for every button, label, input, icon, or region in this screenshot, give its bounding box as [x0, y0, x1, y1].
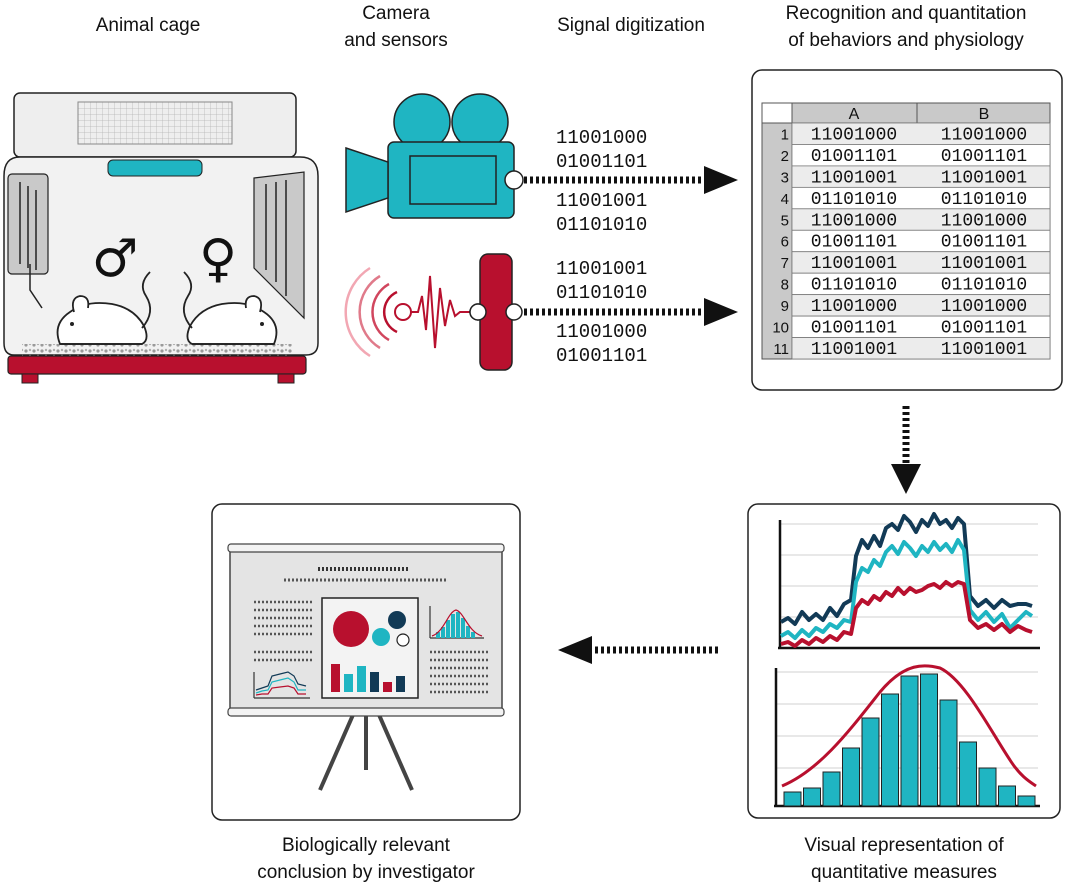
histogram-icon: [774, 664, 1040, 808]
sensor-binary-stream: 11001001 01101010 11001000 01001101: [556, 258, 647, 367]
video-camera-icon: [345, 93, 524, 219]
binary-code: 01101010: [556, 282, 647, 304]
table-cell: 11001000: [941, 297, 1027, 317]
row-number: 2: [781, 148, 789, 165]
histogram-bar: [900, 675, 919, 807]
histogram-bar: [881, 693, 899, 807]
row-number: 3: [781, 169, 789, 186]
series-navy-line: [780, 512, 1033, 626]
table-cell: 11001000: [811, 125, 897, 145]
male-symbol-icon: ♂: [92, 229, 139, 289]
presentation-board-icon: [227, 543, 505, 791]
table-cell: 01001101: [941, 233, 1027, 253]
table-cell: 11001000: [941, 211, 1027, 231]
table-cell: 01101010: [811, 190, 897, 210]
table-cell: 01001101: [941, 147, 1027, 167]
table-cell: 11001001: [811, 168, 897, 188]
row-number: 8: [781, 277, 789, 294]
label-conclusion-line1: Biologically relevant: [282, 835, 451, 856]
spreadsheet-icon: A B 1 11001000 11001000 2 01001101 01001101 3 1…: [761, 102, 1051, 360]
label-animal-cage: Animal cage: [96, 15, 201, 36]
label-visual-line2: quantitative measures: [811, 862, 997, 883]
row-number: 10: [772, 320, 789, 337]
charts-panel: [747, 503, 1061, 819]
binary-code: 11001000: [556, 127, 647, 149]
column-header: B: [979, 106, 990, 123]
histogram-bar: [939, 699, 958, 807]
row-number: 5: [781, 212, 789, 229]
water-spout: [29, 264, 43, 309]
row-number: 1: [781, 126, 789, 143]
label-recognition-line2: of behaviors and physiology: [788, 30, 1024, 51]
female-symbol-icon: ♀: [199, 229, 237, 289]
mouse-icon: [56, 271, 152, 345]
sensor-icon: [344, 253, 523, 371]
series-crimson-line: [780, 580, 1033, 648]
row-number: 9: [781, 298, 789, 315]
binary-code: 11001001: [556, 258, 647, 280]
table-cell: 11001001: [941, 340, 1027, 360]
label-visual-line1: Visual representation of: [804, 835, 1004, 856]
dotted-arrow-charts-to-conclusion: [558, 636, 718, 664]
table-cell: 11001000: [811, 211, 897, 231]
histogram-bar: [959, 741, 977, 807]
mouse-icon: [182, 271, 278, 345]
cage-bedding: [22, 344, 292, 356]
label-camera-line1: Camera: [362, 3, 430, 24]
binary-code: 11001000: [556, 321, 647, 343]
table-cell: 01101010: [941, 190, 1027, 210]
histogram-bar: [783, 791, 802, 807]
series-teal-line: [780, 538, 1034, 640]
histogram-bar: [1017, 795, 1036, 807]
row-number: 7: [781, 255, 789, 272]
row-number: 6: [781, 234, 789, 251]
label-recognition-line1: Recognition and quantitation: [786, 3, 1027, 24]
histogram-bar: [920, 673, 938, 807]
row-number: 4: [781, 191, 789, 208]
table-cell: 11001001: [811, 340, 897, 360]
histogram-bar: [861, 717, 880, 807]
row-number: 11: [773, 341, 789, 358]
binary-code: 11001001: [556, 190, 647, 212]
binary-code: 01001101: [556, 345, 647, 367]
label-signal-digitization: Signal digitization: [557, 15, 705, 36]
binary-code: 01101010: [556, 214, 647, 236]
table-cell: 01001101: [811, 233, 897, 253]
table-row: [791, 337, 1051, 360]
column-header: A: [849, 106, 860, 123]
label-camera-line2: and sensors: [344, 30, 448, 51]
histogram-bar: [998, 785, 1016, 807]
dotted-arrow-sensor-to-table: [524, 298, 738, 326]
dotted-arrow-camera-to-table: [524, 166, 738, 194]
table-cell: 01101010: [941, 276, 1027, 296]
table-cell: 01001101: [811, 147, 897, 167]
camera-binary-stream: 11001000 01001101 11001001 01101010: [556, 127, 647, 236]
normal-curve: [781, 664, 1037, 788]
cage-handle: [107, 159, 203, 177]
histogram-bar: [822, 771, 841, 807]
dotted-arrow-table-to-charts: [891, 406, 921, 494]
histogram-bar: [803, 787, 821, 807]
table-cell: 11001000: [941, 125, 1027, 145]
histogram-bar: [978, 767, 997, 807]
cage-base: [7, 355, 307, 375]
table-cell: 01001101: [811, 319, 897, 339]
table-cell: 01101010: [811, 276, 897, 296]
cage-lid-grille: [77, 101, 233, 145]
table-cell: 11001001: [811, 254, 897, 274]
line-chart-icon: [778, 512, 1040, 650]
animal-cage: ♂ ♀: [3, 92, 319, 384]
table-cell: 11001001: [941, 254, 1027, 274]
table-cell: 11001001: [941, 168, 1027, 188]
binary-code: 01001101: [556, 151, 647, 173]
histogram-bar: [842, 747, 860, 807]
label-conclusion-line2: conclusion by investigator: [257, 862, 475, 883]
table-cell: 01001101: [941, 319, 1027, 339]
table-cell: 11001000: [811, 297, 897, 317]
